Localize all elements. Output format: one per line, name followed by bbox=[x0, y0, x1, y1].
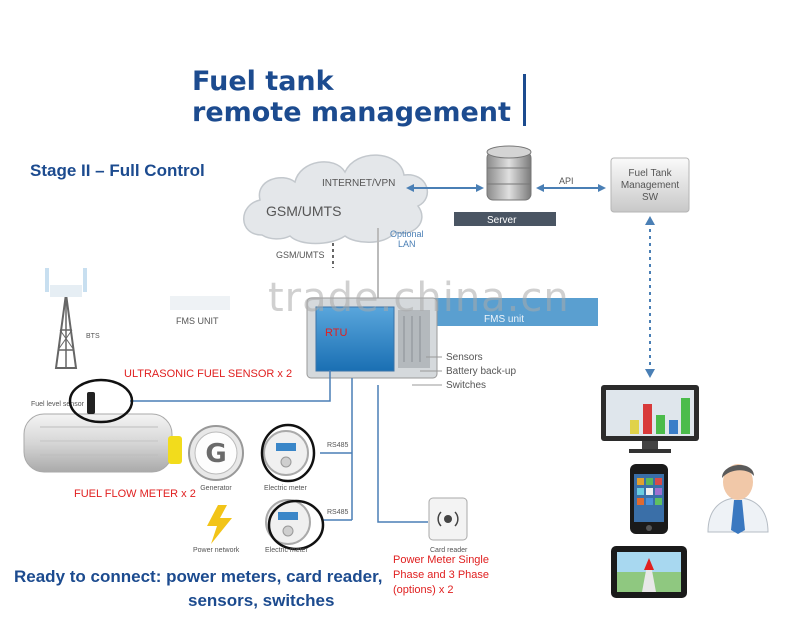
smartphone-icon bbox=[630, 464, 668, 534]
card-reader-label: Card reader bbox=[430, 547, 468, 554]
server-label: Server bbox=[487, 215, 517, 226]
api-label: API bbox=[559, 176, 574, 186]
fuel-flow-meter-label: FUEL FLOW METER x 2 bbox=[74, 488, 196, 500]
server-icon bbox=[487, 146, 531, 200]
electric-meter-icon bbox=[264, 431, 308, 475]
gps-navigator-icon bbox=[611, 546, 687, 598]
user-avatar-icon bbox=[708, 464, 768, 534]
rs485-label-2: RS485 bbox=[327, 509, 349, 516]
power-meter-label-1: Power Meter Single bbox=[393, 554, 489, 566]
electric-meter-label-2: Electric meter bbox=[265, 547, 308, 554]
generator-letter: G bbox=[205, 439, 226, 469]
monitor-icon bbox=[601, 385, 699, 453]
sw-link-arrow-down bbox=[645, 369, 655, 378]
port-sensors: Sensors bbox=[446, 352, 483, 363]
sw-label-3: SW bbox=[642, 192, 659, 203]
generator-label: Generator bbox=[200, 485, 232, 492]
port-battery-backup: Battery back-up bbox=[446, 366, 516, 377]
cloud-main-label: GSM/UMTS bbox=[266, 203, 341, 219]
bts-label: BTS bbox=[86, 333, 100, 340]
card-reader-icon bbox=[429, 498, 467, 540]
rtu-label: RTU bbox=[325, 327, 347, 339]
sw-label-2: Management bbox=[621, 180, 680, 191]
fuel-level-sensor-label: Fuel level sensor bbox=[31, 401, 85, 408]
sw-label-1: Fuel Tank bbox=[628, 168, 672, 179]
power-meter-label-2: Phase and 3 Phase bbox=[393, 569, 489, 581]
ultrasonic-sensor-label: ULTRASONIC FUEL SENSOR x 2 bbox=[124, 368, 292, 380]
fms-unit-label-left: FMS UNIT bbox=[176, 316, 219, 326]
rs485-label-1: RS485 bbox=[327, 442, 349, 449]
electric-meter-label-1: Electric meter bbox=[264, 485, 307, 492]
port-switches: Switches bbox=[446, 380, 486, 391]
bts-tower-icon bbox=[47, 268, 85, 368]
cloud-sub-label: GSM/UMTS bbox=[276, 250, 325, 260]
api-arrow-head-right bbox=[598, 184, 606, 192]
power-meter-label-3: (options) x 2 bbox=[393, 584, 454, 596]
api-arrow-head-left bbox=[536, 184, 544, 192]
watermark: trade.china.cn bbox=[268, 275, 570, 321]
lightning-icon bbox=[207, 505, 232, 544]
card-reader-link-line bbox=[378, 385, 428, 522]
ready-to-connect-line-1: Ready to connect: power meters, card rea… bbox=[14, 567, 382, 587]
ready-to-connect-line-2: sensors, switches bbox=[188, 591, 334, 611]
fms-left-bar bbox=[170, 296, 230, 310]
optional-lan-label: Optional bbox=[390, 229, 424, 239]
sw-link-arrow-up bbox=[645, 216, 655, 225]
power-network-label: Power network bbox=[193, 547, 240, 554]
arrow-head-right bbox=[476, 184, 484, 192]
optional-lan-label-2: LAN bbox=[398, 239, 416, 249]
cloud-top-label: INTERNET/VPN bbox=[322, 178, 395, 189]
fuel-level-sensor-icon bbox=[87, 392, 95, 414]
